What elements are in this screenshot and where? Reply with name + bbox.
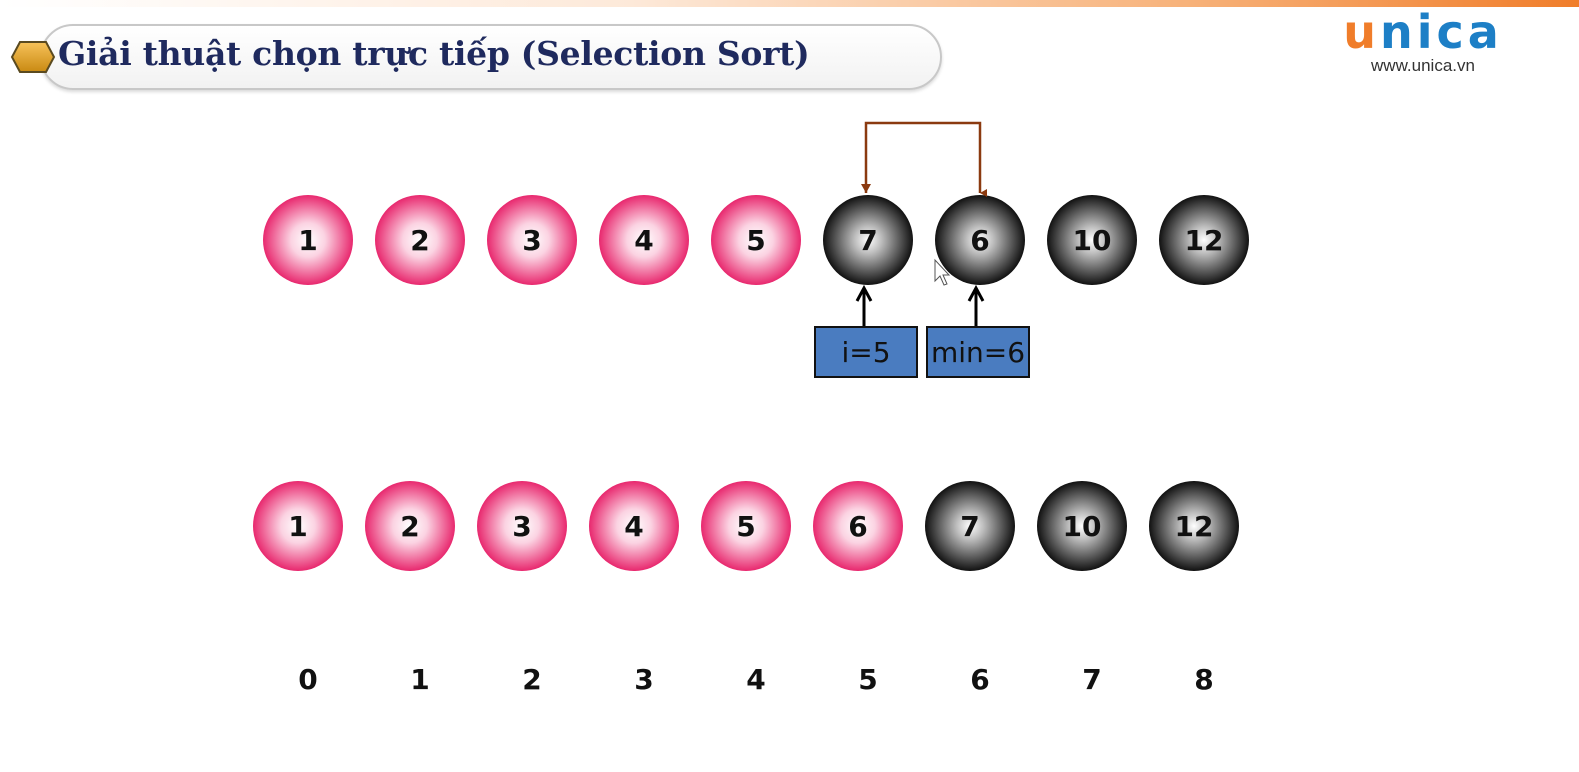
array-element: 10: [1037, 481, 1127, 571]
array-index-label: 0: [298, 663, 317, 696]
sorted-ball: [599, 195, 689, 285]
array-index-label: 1: [410, 663, 429, 696]
array-element: 4: [589, 481, 679, 571]
array-element: 10: [1047, 195, 1137, 285]
pointer-label: i=5: [841, 336, 890, 369]
sorted-ball: [487, 195, 577, 285]
ball-value: 2: [410, 224, 429, 257]
array-index-label: 5: [858, 663, 877, 696]
ball-value: 4: [634, 224, 653, 257]
swap-arrowhead-left: [861, 184, 871, 193]
array-element: 12: [1159, 195, 1249, 285]
pointer-box: [814, 326, 918, 378]
sorted-ball: [375, 195, 465, 285]
ball-value: 1: [288, 510, 307, 543]
unsorted-ball: [1047, 195, 1137, 285]
array-element: 3: [487, 195, 577, 285]
ball-value: 5: [746, 224, 765, 257]
unsorted-ball: [1149, 481, 1239, 571]
array-element: 12: [1149, 481, 1239, 571]
sorted-ball: [813, 481, 903, 571]
pointer-i: i=5: [814, 284, 918, 378]
ball-value: 6: [848, 510, 867, 543]
pointer-box: [926, 326, 1030, 378]
unsorted-ball: [1159, 195, 1249, 285]
unsorted-ball: [935, 195, 1025, 285]
array-index-label: 2: [522, 663, 541, 696]
top-accent-strip: [0, 0, 1579, 7]
mouse-cursor-icon: [934, 258, 951, 286]
ball-value: 7: [960, 510, 979, 543]
logo-url: www.unica.vn: [1371, 56, 1475, 75]
sorted-ball: [253, 481, 343, 571]
array-element: 7: [925, 481, 1015, 571]
array-index-label: 3: [634, 663, 653, 696]
array-index-label: 6: [970, 663, 989, 696]
ball-value: 2: [400, 510, 419, 543]
ball-value: 4: [624, 510, 643, 543]
pointer-arrowhead: [967, 284, 985, 302]
ball-value: 12: [1185, 224, 1224, 257]
pointer-arrowhead: [855, 284, 873, 302]
logo-letters-rest: nica: [1379, 5, 1503, 59]
unsorted-ball: [925, 481, 1015, 571]
ball-value: 7: [858, 224, 877, 257]
ball-value: 10: [1063, 510, 1102, 543]
swap-arrow: [864, 121, 987, 197]
slide-title: Giải thuật chọn trực tiếp (Selection Sor…: [58, 34, 810, 73]
array-element: 6: [813, 481, 903, 571]
array-index-label: 4: [746, 663, 765, 696]
ball-value: 3: [512, 510, 531, 543]
ball-value: 6: [970, 224, 989, 257]
pointer-label: min=6: [931, 336, 1025, 369]
ball-value: 12: [1175, 510, 1214, 543]
array-element: 1: [253, 481, 343, 571]
array-element: 3: [477, 481, 567, 571]
logo-wordmark: unica: [1338, 6, 1508, 58]
array-element: 1: [263, 195, 353, 285]
hexagon-bullet-icon: [10, 41, 56, 73]
unica-logo: unica www.unica.vn: [1338, 6, 1508, 76]
array-element: 5: [701, 481, 791, 571]
array-element: 2: [375, 195, 465, 285]
ball-value: 3: [522, 224, 541, 257]
ball-value: 5: [736, 510, 755, 543]
array-element: 6: [935, 195, 1025, 285]
title-banner: [40, 24, 942, 90]
sorted-ball: [365, 481, 455, 571]
sorted-ball: [701, 481, 791, 571]
array-element: 5: [711, 195, 801, 285]
array-index-label: 8: [1194, 663, 1213, 696]
sorted-ball: [589, 481, 679, 571]
pointer-min: min=6: [926, 284, 1030, 378]
sorted-ball: [263, 195, 353, 285]
array-element: 7: [823, 195, 913, 285]
sorted-ball: [477, 481, 567, 571]
array-element: 4: [599, 195, 689, 285]
unsorted-ball: [1037, 481, 1127, 571]
unsorted-ball: [823, 195, 913, 285]
array-element: 2: [365, 481, 455, 571]
array-index-label: 7: [1082, 663, 1101, 696]
ball-value: 1: [298, 224, 317, 257]
logo-letter-u: u: [1343, 5, 1380, 59]
ball-value: 10: [1073, 224, 1112, 257]
sorted-ball: [711, 195, 801, 285]
